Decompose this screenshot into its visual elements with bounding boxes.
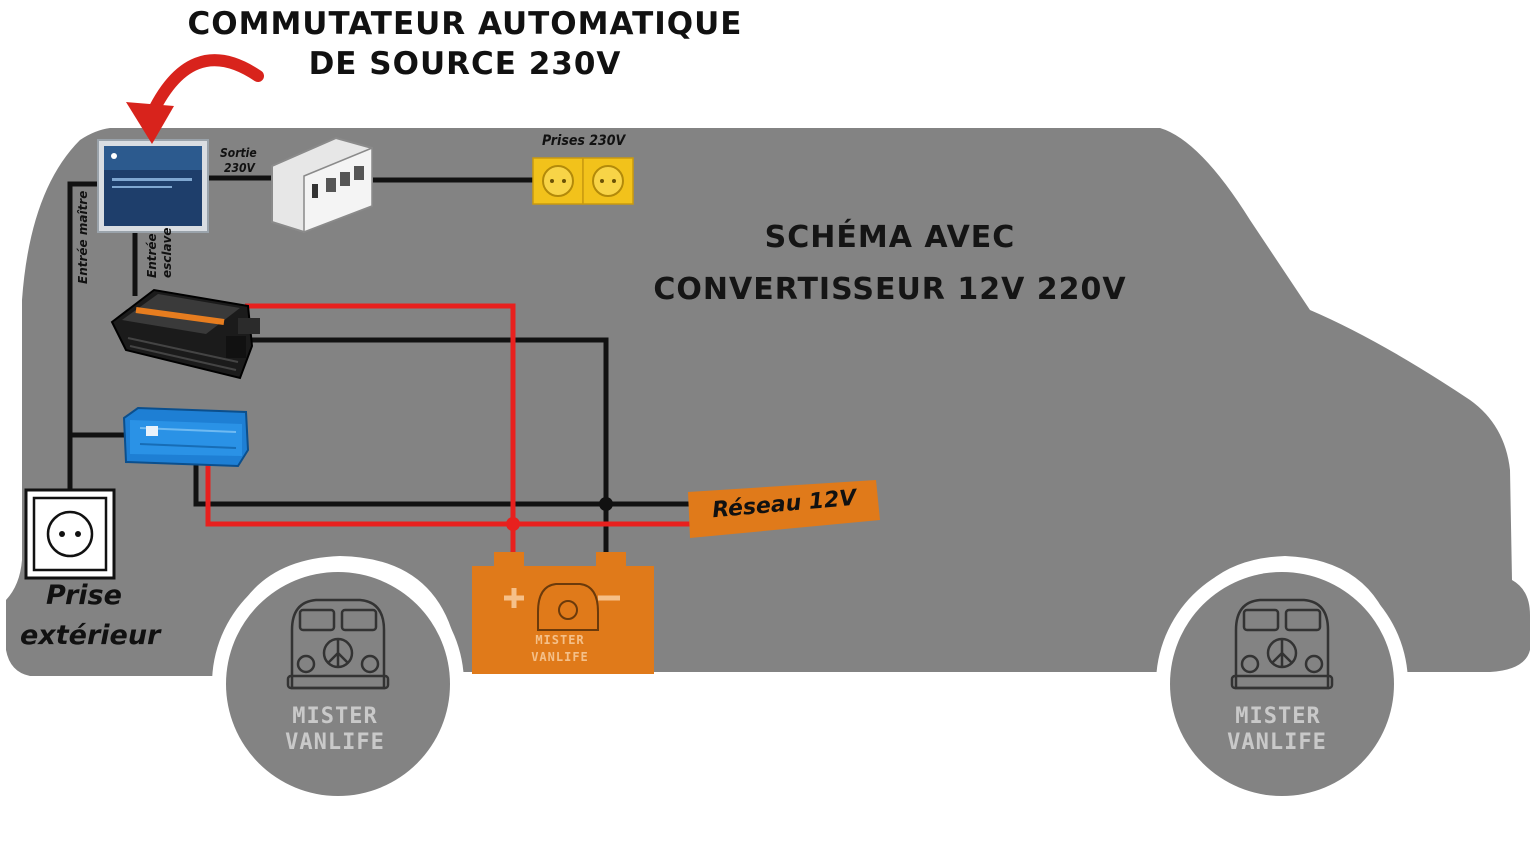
brand-wheel-right-2: VANLIFE — [1227, 730, 1327, 755]
prise-exterieur-label-2: extérieur — [20, 620, 161, 651]
brand-battery-2: VANLIFE — [531, 650, 589, 664]
schema-title-line2: CONVERTISSEUR 12V 220V — [653, 272, 1127, 307]
reseau-tag — [688, 480, 880, 538]
inverter-icon — [110, 288, 260, 380]
negative-wires — [67, 175, 690, 560]
sortie-label: Sortie — [220, 146, 257, 160]
main-title-line2: DE SOURCE 230V — [308, 46, 622, 82]
main-title-line1: COMMUTATEUR AUTOMATIQUE — [187, 6, 743, 42]
entree-maitre-label: Entrée maître — [76, 190, 90, 284]
ats-switch-icon — [97, 139, 209, 233]
positive-wires — [205, 303, 690, 560]
outlet-icon — [532, 157, 634, 205]
brand-wheel-right: MISTER — [1235, 704, 1321, 729]
prise-exterieur-label: Prise — [46, 580, 122, 611]
brand-battery: MISTER — [535, 633, 585, 647]
battery-icon — [472, 552, 654, 674]
vw-van-icon — [1230, 598, 1334, 690]
entree-esclave-label: Entrée — [145, 233, 159, 278]
breaker-box-icon — [271, 136, 373, 234]
brand-wheel-left-2: VANLIFE — [285, 730, 385, 755]
battery-charger-icon — [122, 406, 250, 468]
schema-title-line1: SCHÉMA AVEC — [764, 220, 1016, 255]
sortie-label-voltage: 230V — [224, 161, 255, 175]
van-body — [6, 128, 1530, 676]
entree-esclave-label-2: esclave — [160, 227, 174, 278]
pointer-arrow — [126, 54, 264, 144]
vw-van-icon — [286, 598, 390, 690]
prises-label: Prises 230V — [542, 133, 626, 149]
brand-wheel-left: MISTER — [292, 704, 378, 729]
outlet-icon — [24, 488, 116, 580]
